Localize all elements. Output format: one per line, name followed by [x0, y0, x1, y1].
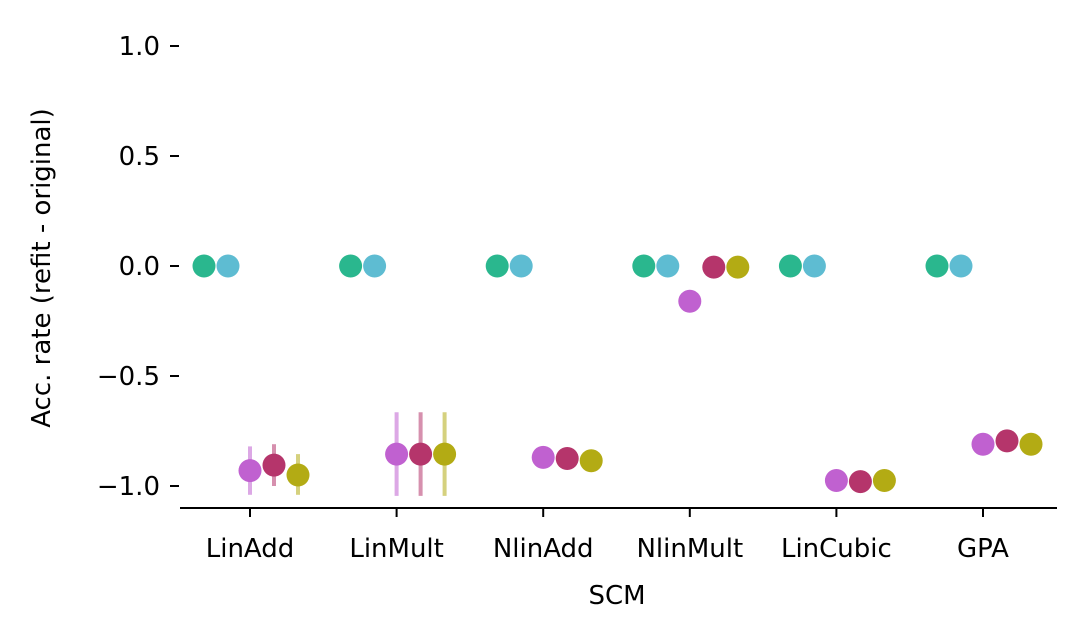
data-point: [286, 463, 310, 487]
y-tick-label: −0.5: [97, 362, 160, 392]
data-point: [485, 254, 509, 278]
data-point: [656, 254, 680, 278]
x-tick-label: NlinAdd: [493, 534, 594, 564]
y-tick-label: 0.5: [119, 142, 160, 172]
y-axis: 1.0 0.5 0.0 −0.5 −1.0: [97, 32, 179, 502]
x-tick-label: LinMult: [349, 534, 444, 564]
x-tick-label: LinCubic: [781, 534, 892, 564]
data-point: [802, 254, 826, 278]
data-point: [824, 469, 848, 492]
data-point: [949, 254, 973, 278]
y-tick-label: −1.0: [97, 472, 160, 502]
data-point: [385, 442, 409, 466]
x-axis-title: SCM: [588, 581, 645, 611]
data-point: [632, 254, 656, 278]
data-point: [531, 445, 555, 469]
data-point: [848, 470, 872, 494]
data-point: [192, 254, 216, 278]
data-point: [363, 254, 387, 278]
x-tick-label: GPA: [957, 534, 1009, 564]
data-point: [216, 254, 240, 278]
data-point: [995, 429, 1019, 453]
data-point: [778, 254, 802, 278]
x-tick-label: LinAdd: [206, 534, 295, 564]
y-tick-label: 0.0: [119, 252, 160, 282]
data-point: [702, 255, 726, 279]
data-point: [726, 255, 750, 279]
data-point: [339, 254, 363, 278]
data-point: [1019, 432, 1043, 456]
data-point: [872, 469, 896, 492]
data-point: [433, 442, 457, 466]
data-point: [238, 459, 262, 483]
data-point: [678, 289, 702, 313]
data-point: [555, 447, 579, 470]
data-point: [509, 254, 533, 278]
data-point: [925, 254, 949, 278]
data-points: [192, 254, 1043, 494]
data-point: [262, 453, 286, 477]
data-point: [579, 449, 603, 473]
x-tick-label: NlinMult: [636, 534, 743, 564]
data-point: [409, 442, 433, 466]
x-axis: LinAdd LinMult NlinAdd NlinMult LinCubic GPA: [180, 507, 1057, 564]
data-point: [971, 432, 995, 456]
y-axis-title: Acc. rate (refit - original): [27, 108, 57, 428]
y-tick-label: 1.0: [119, 32, 160, 62]
